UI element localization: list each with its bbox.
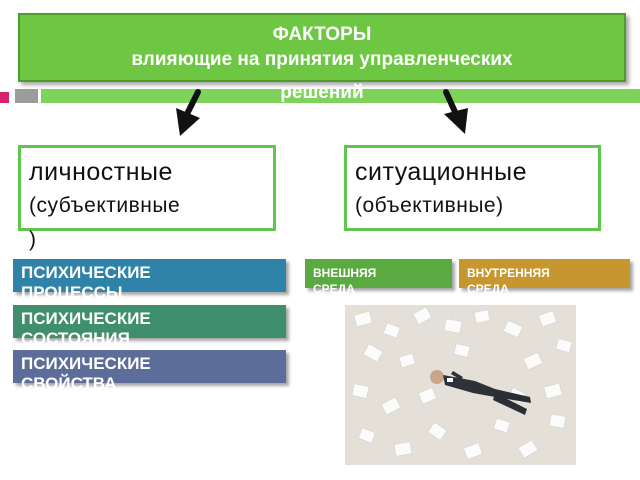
accent-bar-grey [15, 89, 38, 103]
tag-line-1: ВНЕШНЯЯ [313, 266, 377, 280]
arrow-down-right-icon [443, 89, 468, 134]
personal-label: личностные [29, 158, 173, 186]
tag-line-2: СРЕДА [313, 282, 355, 296]
tag-mental-processes: ПСИХИЧЕСКИЕ ПРОЦЕССЫ [13, 259, 286, 302]
accent-bar-green [41, 89, 640, 103]
title-subtitle-2: решений [280, 82, 364, 103]
tag-mental-properties: ПСИХИЧЕСКИЕ СВОЙСТВА [13, 350, 286, 393]
personal-factors-box: личностные (субъективные ) [18, 145, 276, 251]
tag-internal-environment: ВНУТРЕННЯЯ СРЕДА [459, 259, 630, 296]
personal-qualifier: (субъективные [29, 194, 181, 217]
title-main: ФАКТОРЫ [272, 24, 372, 45]
tag-line-2: СРЕДА [467, 282, 509, 296]
man-figure [430, 370, 531, 415]
photo-man-among-papers [345, 305, 576, 465]
tag-line-2: СОСТОЯНИЯ [21, 329, 130, 348]
situational-factors-box: ситуационные (объективные) [344, 145, 601, 231]
tag-line-1: ВНУТРЕННЯЯ [467, 266, 550, 280]
title-subtitle: влияющие на принятия управленческих [131, 49, 513, 70]
tag-external-environment: ВНЕШНЯЯ СРЕДА [305, 259, 452, 296]
tag-mental-states: ПСИХИЧЕСКИЕ СОСТОЯНИЯ [13, 305, 286, 348]
tag-line-1: ПСИХИЧЕСКИЕ [21, 309, 151, 328]
tag-line-2: СВОЙСТВА [21, 374, 117, 393]
tag-line-2: ПРОЦЕССЫ [21, 283, 123, 302]
situational-label: ситуационные [355, 158, 527, 186]
title-box: ФАКТОРЫ влияющие на принятия управленчес… [18, 13, 626, 103]
tag-line-1: ПСИХИЧЕСКИЕ [21, 263, 151, 282]
tag-line-1: ПСИХИЧЕСКИЕ [21, 354, 151, 373]
personal-qualifier-close: ) [29, 228, 37, 251]
arrow-down-left-icon [176, 89, 201, 136]
accent-bar-pink [0, 92, 9, 103]
situational-qualifier: (объективные) [355, 194, 504, 217]
